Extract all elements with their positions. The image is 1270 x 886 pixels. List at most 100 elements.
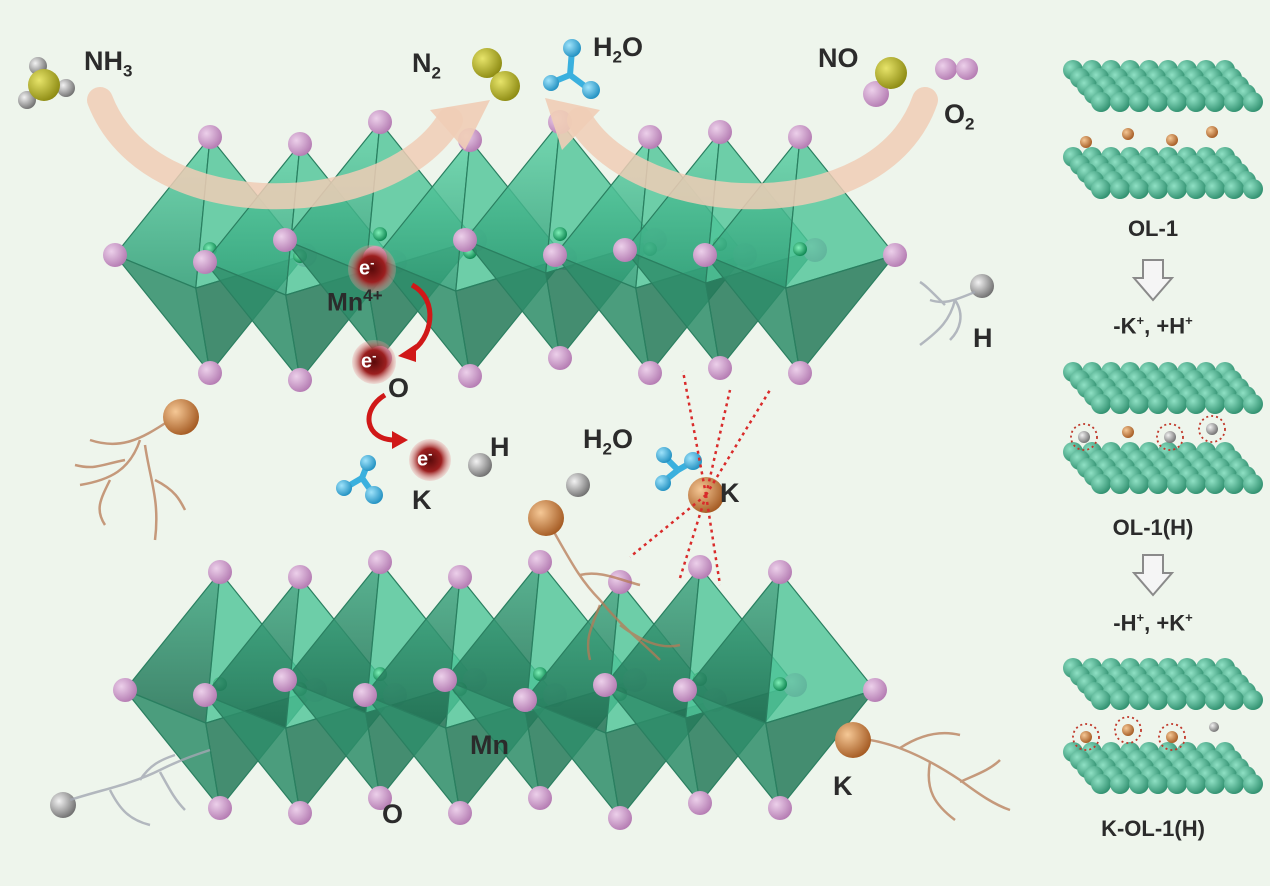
ol1h-label: OL-1(H) bbox=[1112, 515, 1194, 540]
oxygen-atom bbox=[593, 673, 617, 697]
oxygen-atom bbox=[353, 683, 377, 707]
slab-sphere bbox=[1224, 179, 1244, 199]
slab-sphere bbox=[1167, 774, 1187, 794]
slab-sphere bbox=[1243, 394, 1263, 414]
slab-sphere bbox=[1091, 474, 1111, 494]
slab-sphere bbox=[1205, 474, 1225, 494]
slab-sphere bbox=[1243, 774, 1263, 794]
slab-sphere bbox=[1129, 394, 1149, 414]
step-arrow-1 bbox=[1131, 259, 1175, 302]
manganese-atom bbox=[793, 242, 807, 257]
potassium-trail-left bbox=[74, 418, 187, 541]
interlayer-potassium bbox=[1122, 426, 1134, 438]
interlayer-potassium bbox=[1166, 731, 1178, 743]
slab-sphere bbox=[1110, 394, 1130, 414]
oxygen-atom bbox=[528, 550, 552, 574]
exchange-site-ring bbox=[1156, 423, 1184, 451]
oxygen-atom bbox=[368, 550, 392, 574]
slab-sphere bbox=[1167, 179, 1187, 199]
step-1-label: -K+, +H+ bbox=[1113, 313, 1193, 339]
no-label: NO bbox=[818, 43, 859, 73]
slab-sphere bbox=[1110, 179, 1130, 199]
oxygen-atom bbox=[688, 555, 712, 579]
octahedron bbox=[673, 560, 887, 820]
oxygen-atom bbox=[708, 120, 732, 144]
slab-sphere bbox=[1205, 394, 1225, 414]
mn-to-o-electron-arrow bbox=[408, 282, 433, 355]
slab-sphere bbox=[1243, 92, 1263, 112]
o-to-k-arrow-head bbox=[392, 431, 408, 449]
top-octahedral-layer bbox=[103, 110, 907, 392]
k-o-coordination-lines bbox=[629, 370, 772, 586]
interlayer-potassium bbox=[1080, 136, 1092, 148]
slab-sphere bbox=[1186, 92, 1206, 112]
slab-sphere bbox=[1205, 179, 1225, 199]
o-to-k-electron-arrow bbox=[366, 392, 396, 443]
slab-sphere bbox=[1224, 394, 1244, 414]
oxygen-atom bbox=[453, 228, 477, 252]
bottom-octahedral-layer bbox=[113, 550, 887, 830]
slab-sphere bbox=[1148, 394, 1168, 414]
oxygen-atom bbox=[608, 570, 632, 594]
h2o-molecule-top bbox=[543, 39, 600, 99]
slab-sphere bbox=[1205, 774, 1225, 794]
slab-sphere bbox=[1091, 179, 1111, 199]
potassium-atom-center bbox=[528, 500, 564, 536]
slab-sphere bbox=[1243, 179, 1263, 199]
oxygen-atom bbox=[368, 110, 392, 134]
o2-molecule bbox=[935, 58, 978, 80]
slab-sphere bbox=[1110, 474, 1130, 494]
electron-label-mn: e- bbox=[359, 255, 375, 280]
slab-sphere bbox=[1129, 92, 1149, 112]
hydrogen-trail-bottom-left bbox=[69, 748, 211, 827]
slab-sphere bbox=[1167, 92, 1187, 112]
oxygen-atom bbox=[273, 668, 297, 692]
oxygen-atom bbox=[273, 228, 297, 252]
slab-sphere bbox=[1110, 92, 1130, 112]
o-label-mid: O bbox=[388, 373, 410, 403]
interlayer-hydrogen bbox=[1078, 431, 1090, 443]
interlayer-hydrogen bbox=[1206, 423, 1218, 435]
slab-sphere bbox=[1091, 774, 1111, 794]
manganese-atom bbox=[553, 227, 567, 242]
oxygen-atom bbox=[613, 238, 637, 262]
slab-sphere bbox=[1186, 774, 1206, 794]
interlayer-potassium bbox=[1206, 126, 1218, 138]
nh3-label: NH3 bbox=[84, 46, 133, 81]
oxygen-atom bbox=[288, 132, 312, 156]
no-to-h2o-arrow bbox=[567, 87, 938, 210]
ol1-label: OL-1 bbox=[1127, 216, 1179, 241]
manganese-atom bbox=[773, 677, 787, 692]
slab-sphere bbox=[1110, 774, 1130, 794]
oxygen-atom bbox=[688, 791, 712, 815]
oxygen-atom bbox=[288, 368, 312, 392]
k-ol1h-bottom-slab bbox=[1063, 742, 1263, 794]
potassium-atom-bottom-right bbox=[835, 722, 871, 758]
oxygen-atom bbox=[788, 361, 812, 385]
octahedron bbox=[693, 125, 907, 385]
oxygen-atom bbox=[638, 361, 662, 385]
slab-sphere bbox=[1148, 179, 1168, 199]
slab-sphere bbox=[1129, 774, 1149, 794]
oxygen-atom bbox=[768, 560, 792, 584]
mn-to-o-arrow-head bbox=[398, 344, 416, 362]
potassium-trail-right bbox=[869, 731, 1011, 821]
exchange-site-ring bbox=[1070, 423, 1098, 451]
step-arrow-2 bbox=[1131, 554, 1175, 597]
oxygen-atom bbox=[288, 801, 312, 825]
h-label-mid: H bbox=[490, 432, 510, 462]
ol1-bottom-slab bbox=[1063, 147, 1263, 199]
slab-sphere bbox=[1148, 474, 1168, 494]
oxygen-atom bbox=[208, 796, 232, 820]
oxygen-atom bbox=[113, 678, 137, 702]
oxygen-atom bbox=[448, 565, 472, 589]
o-label-bottom: O bbox=[382, 799, 404, 829]
slab-sphere bbox=[1186, 394, 1206, 414]
k-label-electron: K bbox=[412, 485, 432, 515]
oxygen-atom bbox=[768, 796, 792, 820]
ol1-top-slab bbox=[1063, 60, 1263, 112]
hydrogen-atom-center bbox=[566, 473, 590, 497]
no-arrow-head bbox=[545, 98, 600, 150]
